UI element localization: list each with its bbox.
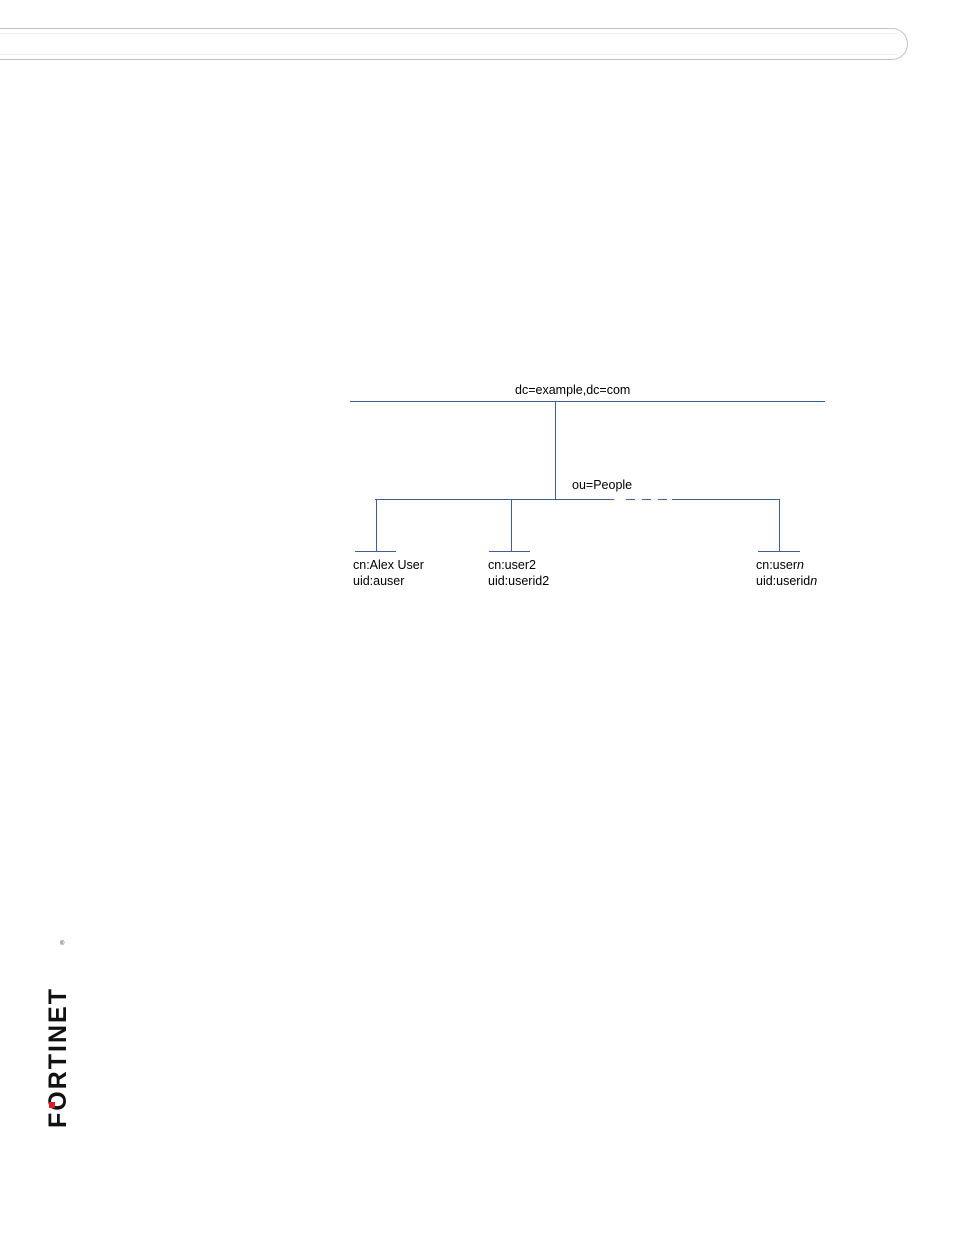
usern-uid-variable: n <box>810 574 817 588</box>
page-header-bar <box>0 28 908 60</box>
usern-uid-label: uid:useridn <box>756 574 817 588</box>
logo-brand-text: FORTINET <box>44 987 72 1128</box>
ou-label: ou=People <box>572 478 632 492</box>
usern-cn-label: cn:usern <box>756 558 804 572</box>
user2-cn-label: cn:user2 <box>488 558 536 572</box>
usern-cn-prefix: cn:user <box>756 558 797 572</box>
user1-cn-label: cn:Alex User <box>353 558 424 572</box>
usern-cn-variable: n <box>797 558 804 572</box>
usern-uid-prefix: uid:userid <box>756 574 810 588</box>
user1-uid-label: uid:auser <box>353 574 404 588</box>
logo-accent-block <box>49 1102 55 1108</box>
root-label: dc=example,dc=com <box>515 383 630 397</box>
registered-mark: ® <box>60 940 65 947</box>
ldap-tree-diagram: dc=example,dc=com ou=People cn:Alex User… <box>350 383 825 588</box>
user2-uid-label: uid:userid2 <box>488 574 549 588</box>
fortinet-logo: FORTINET ® <box>44 940 72 1128</box>
